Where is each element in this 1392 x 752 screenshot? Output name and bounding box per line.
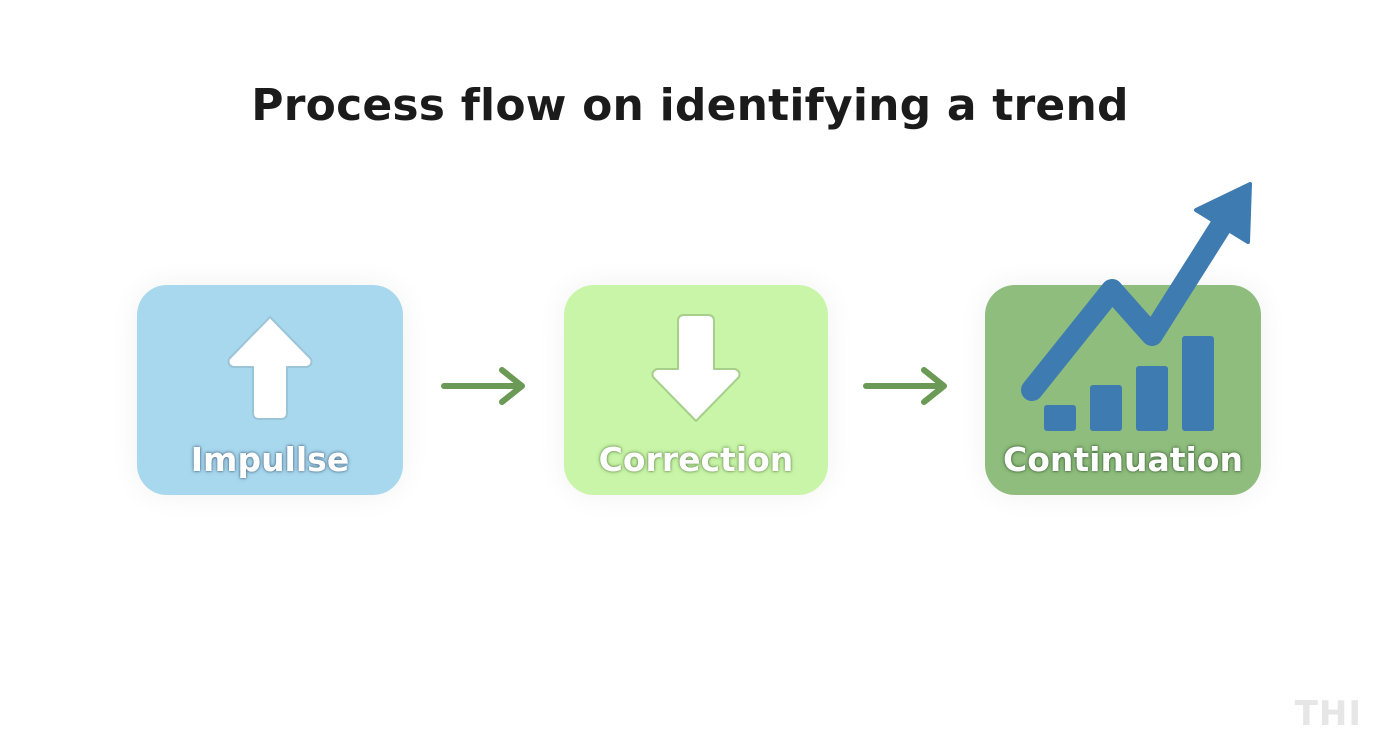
flow-arrow-right-icon (863, 367, 947, 405)
flow-arrow-right-icon (441, 367, 525, 405)
arrow-down-icon (651, 314, 741, 422)
step-card-impulse: Impullse (137, 285, 403, 495)
step-label-correction: Correction (598, 440, 794, 479)
step-card-correction: Correction (564, 285, 828, 495)
step-label-continuation: Continuation (1003, 440, 1243, 479)
watermark-logo: THI (1294, 694, 1362, 734)
diagram-title: Process flow on identifying a trend (251, 80, 1129, 131)
arrow-up-icon (227, 316, 313, 420)
growth-chart-icon (1021, 182, 1252, 431)
step-label-impulse: Impullse (190, 440, 350, 479)
